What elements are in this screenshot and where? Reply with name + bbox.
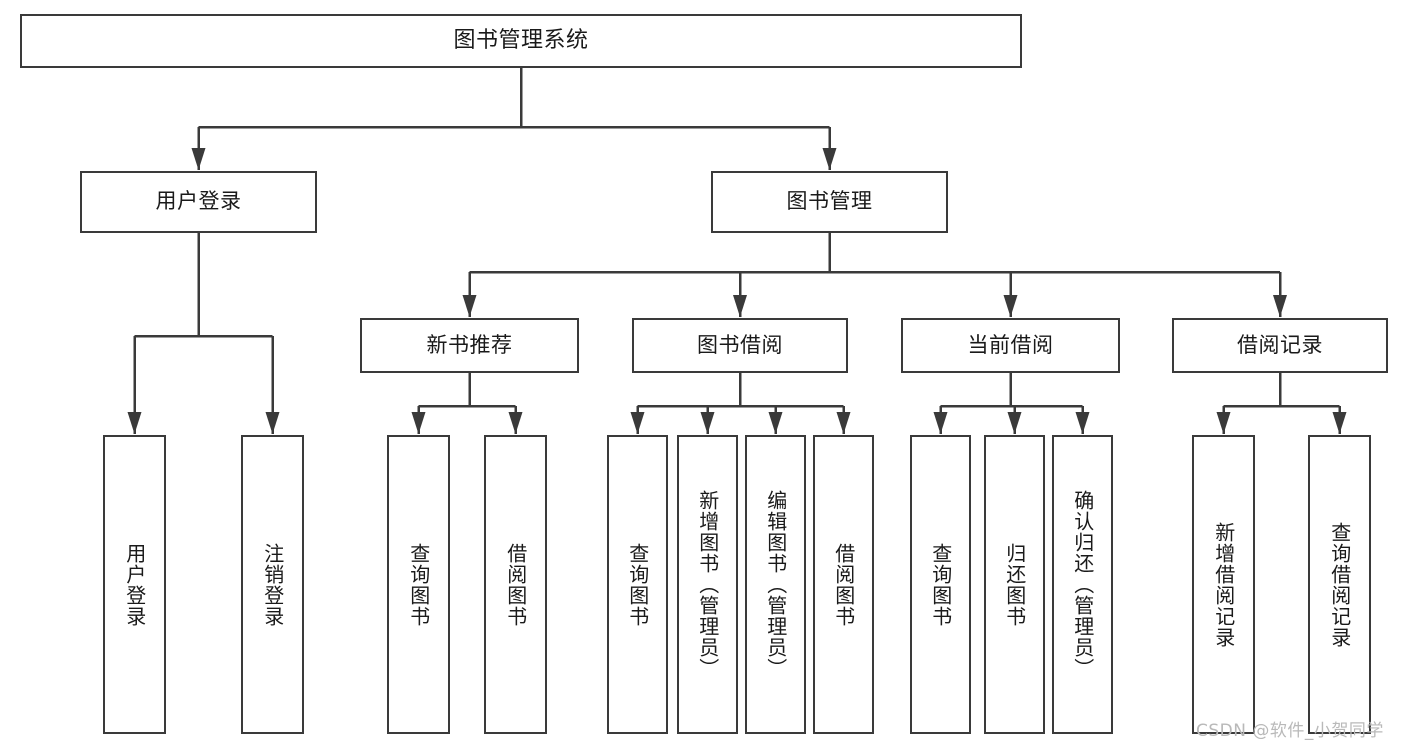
node-label: 当前借阅	[967, 332, 1054, 357]
node-label: 新增借阅记录	[1211, 521, 1236, 648]
node-leaf-cur-query[interactable]: 查询图书	[910, 435, 971, 734]
node-leaf-rec-borrow[interactable]: 借阅图书	[484, 435, 547, 734]
node-label: 借阅记录	[1237, 332, 1323, 357]
node-leaf-cur-return[interactable]: 归还图书	[984, 435, 1045, 734]
node-leaf-user-login[interactable]: 用户登录	[103, 435, 166, 734]
node-leaf-borrow-edit[interactable]: 编辑图书（管理员）	[745, 435, 806, 734]
arrowhead-icon-bus-book-manage-1	[733, 295, 747, 317]
node-leaf-user-logout[interactable]: 注销登录	[241, 435, 304, 734]
arrowhead-icon-bus-book-borrow-3	[836, 412, 851, 434]
node-label: 用户登录	[155, 189, 242, 214]
arrowhead-icon-bus-borrow-record-0	[1216, 412, 1231, 434]
node-leaf-borrow-lend[interactable]: 借阅图书	[813, 435, 874, 734]
node-label: 归还图书	[1002, 542, 1027, 627]
node-leaf-borrow-add[interactable]: 新增图书（管理员）	[677, 435, 738, 734]
node-label: 借阅图书	[831, 542, 856, 627]
csdn-watermark: CSDN @软件_小贺同学	[1196, 721, 1384, 741]
node-label: 编辑图书（管理员）	[763, 490, 788, 679]
node-borrow-record[interactable]: 借阅记录	[1172, 318, 1388, 373]
node-root[interactable]: 图书管理系统	[20, 14, 1022, 68]
node-label: 新书推荐	[426, 332, 513, 357]
node-label: 图书管理	[786, 189, 873, 214]
node-leaf-cur-confirm[interactable]: 确认归还（管理员）	[1052, 435, 1113, 734]
node-label: 图书管理系统	[453, 27, 589, 53]
node-leaf-rec-add[interactable]: 新增借阅记录	[1192, 435, 1255, 734]
node-label: 注销登录	[260, 542, 285, 627]
node-label: 借阅图书	[503, 542, 528, 627]
node-label: 查询借阅记录	[1327, 521, 1352, 648]
arrowhead-icon-bus-book-manage-0	[462, 295, 477, 317]
arrowhead-icon-bus-current-borrow-2	[1075, 412, 1090, 434]
arrowhead-icon-bus-root-0	[191, 148, 206, 170]
node-label: 用户登录	[122, 542, 147, 627]
arrowhead-icon-bus-book-borrow-0	[630, 412, 645, 434]
arrowhead-icon-bus-user-login-1	[265, 412, 280, 434]
node-label: 确认归还（管理员）	[1070, 490, 1095, 679]
arrowhead-icon-bus-current-borrow-1	[1007, 412, 1022, 434]
node-user-login[interactable]: 用户登录	[80, 171, 317, 233]
arrowhead-icon-bus-current-borrow-0	[933, 412, 948, 434]
node-current-borrow[interactable]: 当前借阅	[901, 318, 1120, 373]
arrowhead-icon-bus-book-manage-2	[1003, 295, 1018, 317]
arrowhead-icon-bus-user-login-0	[127, 412, 142, 434]
arrowhead-icon-bus-book-borrow-1	[700, 412, 715, 434]
arrowhead-icon-bus-new-book-rec-0	[411, 412, 426, 434]
node-new-book-rec[interactable]: 新书推荐	[360, 318, 579, 373]
node-leaf-rec-search[interactable]: 查询借阅记录	[1308, 435, 1371, 734]
node-label: 图书借阅	[697, 332, 783, 357]
node-book-borrow[interactable]: 图书借阅	[632, 318, 848, 373]
node-leaf-rec-query[interactable]: 查询图书	[387, 435, 450, 734]
arrowhead-icon-bus-book-manage-3	[1273, 295, 1287, 317]
arrowhead-icon-bus-root-1	[822, 148, 837, 170]
node-leaf-borrow-query[interactable]: 查询图书	[607, 435, 668, 734]
node-label: 查询图书	[406, 542, 431, 627]
arrowhead-icon-bus-new-book-rec-1	[508, 412, 523, 434]
node-label: 查询图书	[928, 542, 953, 627]
node-label: 新增图书（管理员）	[695, 490, 720, 679]
arrowhead-icon-bus-book-borrow-2	[768, 412, 783, 434]
node-label: 查询图书	[625, 542, 650, 627]
arrowhead-icon-bus-borrow-record-1	[1332, 412, 1347, 434]
node-book-manage[interactable]: 图书管理	[711, 171, 948, 233]
